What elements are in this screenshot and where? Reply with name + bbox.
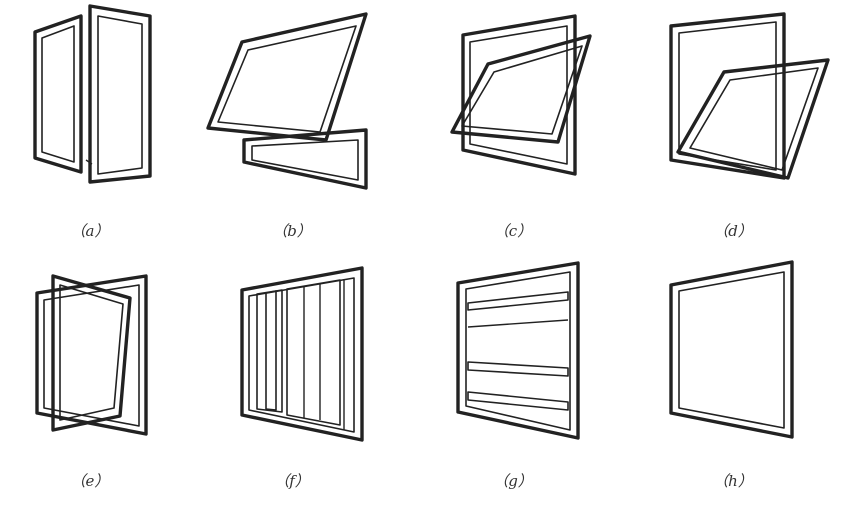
window-e-casement-open [35,274,148,436]
label-e: （e） [71,472,110,490]
label-d: （d） [713,222,753,240]
window-f-sliding [240,266,364,442]
label-h: （h） [713,472,753,490]
label-f: （f） [274,472,310,490]
window-a-casement-double [33,4,152,184]
window-d-bottom-hung [669,12,830,180]
window-g-horizontal-sliding [456,261,580,440]
label-c: （c） [494,222,532,240]
window-c-center-pivot [450,14,592,176]
label-g: （g） [493,472,533,490]
label-a: （a） [71,222,110,240]
label-b: （b） [272,222,312,240]
window-h-fixed [669,260,794,439]
window-b-top-hung [206,12,368,190]
